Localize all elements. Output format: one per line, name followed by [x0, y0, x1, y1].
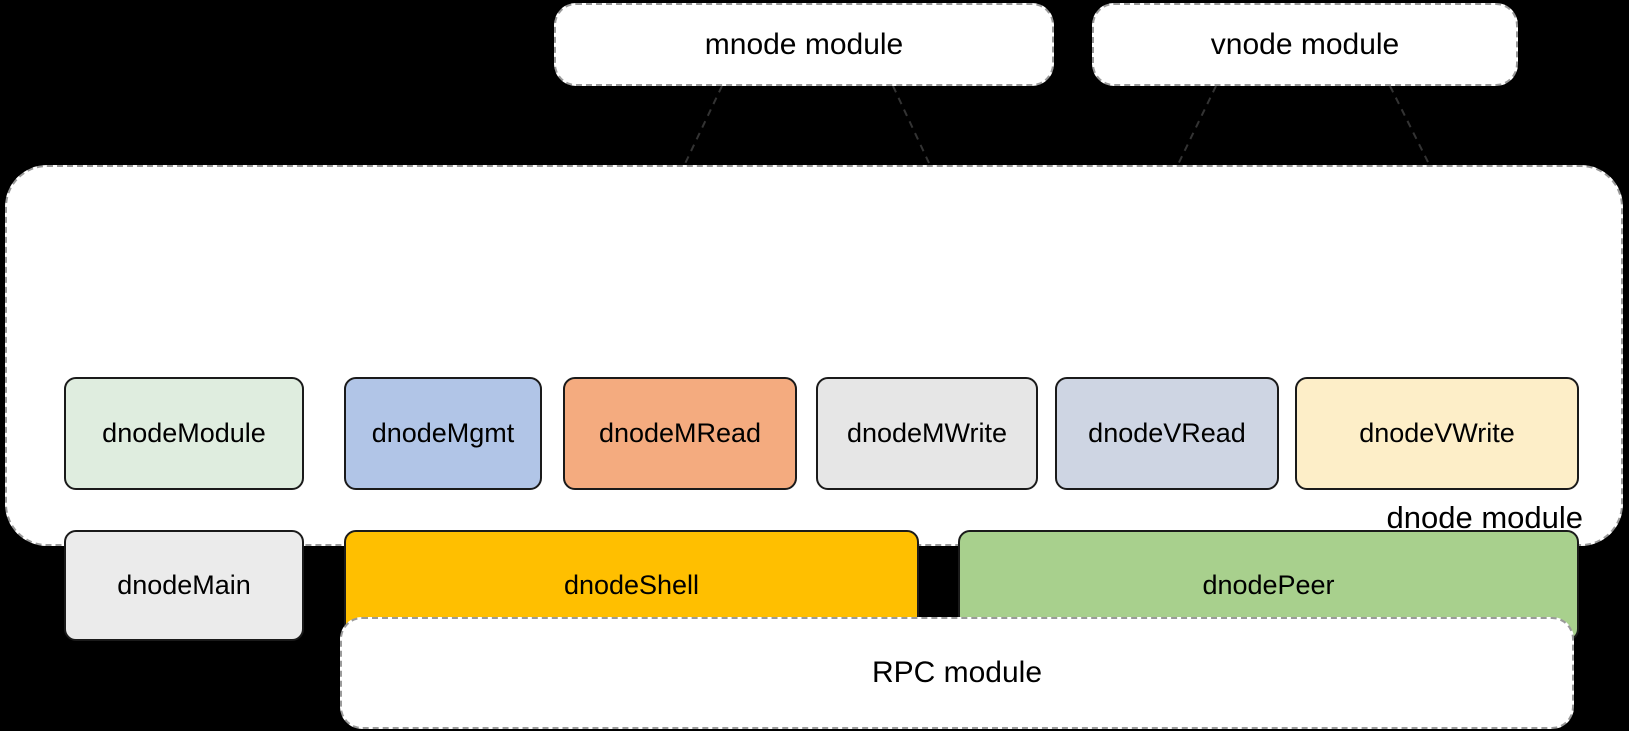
- component-label: dnodeVWrite: [1359, 418, 1515, 448]
- component-dnode-mgmt[interactable]: dnodeMgmt: [344, 377, 542, 490]
- component-dnode-main[interactable]: dnodeMain: [64, 530, 304, 641]
- dnode-module-container[interactable]: dnodeModule dnodeMgmt dnodeMRead dnodeMW…: [5, 165, 1623, 641]
- mnode-module-label: mnode module: [704, 27, 904, 61]
- rpc-module-label: RPC module: [871, 656, 1043, 689]
- mnode-module-box[interactable]: mnode module: [554, 3, 1054, 86]
- component-label: dnodeModule: [102, 418, 266, 448]
- vnode-module-label: vnode module: [1210, 27, 1400, 61]
- component-label: dnodePeer: [1202, 570, 1335, 600]
- component-label: dnodeMain: [117, 570, 251, 600]
- component-dnode-mread[interactable]: dnodeMRead: [563, 377, 797, 490]
- component-dnode-module[interactable]: dnodeModule: [64, 377, 304, 490]
- component-label: dnodeMRead: [598, 418, 762, 448]
- component-dnode-mwrite[interactable]: dnodeMWrite: [816, 377, 1038, 490]
- component-label: dnodeShell: [563, 570, 700, 600]
- rpc-module-box[interactable]: RPC module: [340, 617, 1574, 729]
- component-dnode-vwrite[interactable]: dnodeVWrite: [1295, 377, 1579, 490]
- vnode-module-box[interactable]: vnode module: [1092, 3, 1518, 86]
- component-label: dnodeVRead: [1088, 418, 1246, 448]
- component-label: dnodeMWrite: [846, 418, 1008, 448]
- component-dnode-vread[interactable]: dnodeVRead: [1055, 377, 1279, 490]
- dnode-module-label: dnode module: [1386, 500, 1584, 535]
- component-label: dnodeMgmt: [371, 418, 515, 448]
